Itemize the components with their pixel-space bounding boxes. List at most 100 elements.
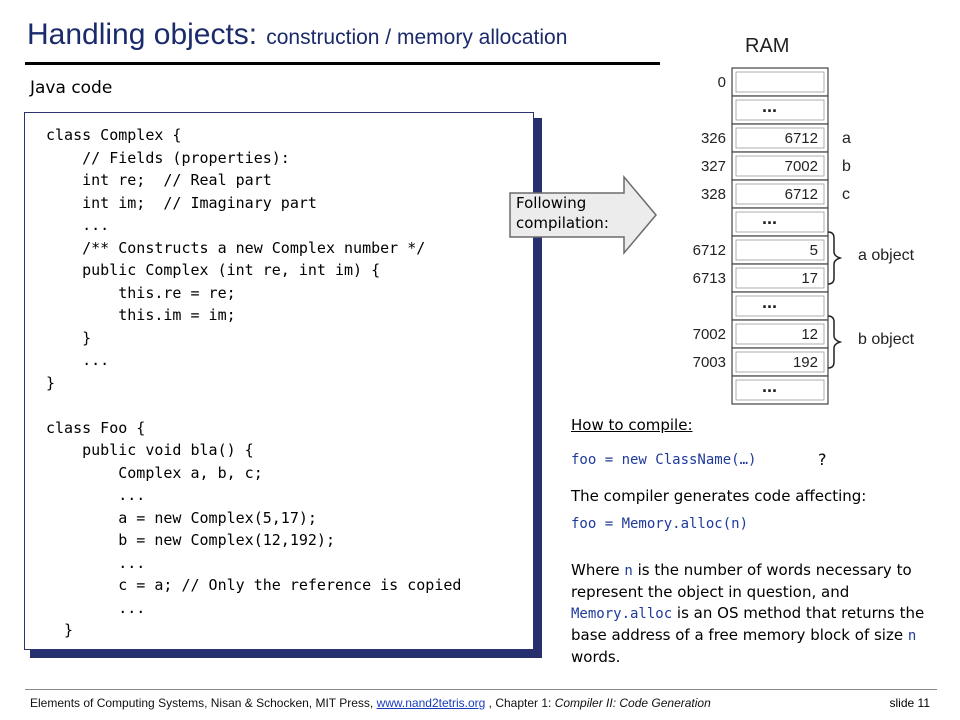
title-main: Handling objects: xyxy=(27,18,258,51)
ram-cell xyxy=(731,123,829,153)
title-subtitle: construction / memory allocation xyxy=(266,26,568,49)
code-line: a = new Complex(5,17); xyxy=(46,508,317,527)
ram-address: 7003 xyxy=(693,354,726,371)
ram-value: 6712 xyxy=(785,186,818,203)
ram-cell xyxy=(731,95,829,125)
ram-ellipsis: ... xyxy=(762,376,777,396)
code-line: Complex a, b, c; xyxy=(46,463,263,482)
a-object-label: a object xyxy=(858,247,915,264)
footer: Elements of Computing Systems, Nisan & S… xyxy=(30,696,711,710)
code-line: ... xyxy=(46,351,110,369)
ram-cell-inner xyxy=(735,99,825,121)
ram-title: RAM xyxy=(745,35,789,57)
ram-cell-inner xyxy=(735,267,825,289)
ram-variable-label: c xyxy=(842,186,850,203)
slide-number: slide 11 xyxy=(889,696,930,710)
ram-rows: 0... 326 6712 a 327 7002 b 328 6712 c... 6712 5 6713… xyxy=(693,67,851,405)
ram-cell xyxy=(731,207,829,237)
b-object-label: b object xyxy=(858,331,915,348)
ram-value: 12 xyxy=(801,326,818,343)
code-listing: class Complex { // Fields (properties): … xyxy=(46,124,461,642)
ram-address: 327 xyxy=(701,158,726,175)
ram-ellipsis: ... xyxy=(762,292,777,312)
code-line: } xyxy=(46,621,74,639)
ram-cell-inner xyxy=(735,351,825,373)
ram-ellipsis: ... xyxy=(762,96,777,116)
ram-value: 7002 xyxy=(785,158,818,175)
ram-cell xyxy=(731,235,829,265)
ram-address: 7002 xyxy=(693,326,726,343)
java-code-label: Java code xyxy=(30,78,113,98)
ram-cell xyxy=(731,179,829,209)
ram-cell-inner xyxy=(735,183,825,205)
code-line: } xyxy=(46,373,56,392)
a-object-brace-icon xyxy=(827,231,843,285)
slide-title: Handling objects: construction / memory … xyxy=(27,18,567,52)
ram-variable-label: a xyxy=(842,130,851,147)
code-line: int im; // Imaginary part xyxy=(46,193,317,212)
code-line: // Fields (properties): xyxy=(46,148,290,167)
code-line: /** Constructs a new Complex number */ xyxy=(46,238,426,257)
title-divider xyxy=(25,62,660,65)
b-object-brace-icon xyxy=(827,315,843,369)
ram-cell xyxy=(731,67,829,97)
ram-address: 328 xyxy=(701,186,726,203)
ram-cell-inner xyxy=(735,71,825,93)
code-line: c = a; // Only the reference is copied xyxy=(46,576,462,594)
ram-address: 6713 xyxy=(693,270,726,287)
ram-cell-inner xyxy=(735,239,825,261)
ram-cell-inner xyxy=(735,379,825,401)
explanation-part1: Where xyxy=(571,561,625,579)
compilation-arrow-icon xyxy=(509,175,657,255)
code-line: public Complex (int re, int im) { xyxy=(46,261,381,279)
footer-link[interactable]: www.nand2tetris.org xyxy=(376,696,486,710)
ram-address: 326 xyxy=(701,130,726,147)
ram-cell xyxy=(731,319,829,349)
code-line: ... xyxy=(46,598,146,617)
ram-cell-inner xyxy=(735,295,825,317)
memory-alloc-code: foo = Memory.alloc(n) xyxy=(571,516,749,532)
ram-ellipsis: ... xyxy=(762,208,777,228)
ram-cell xyxy=(731,263,829,293)
footer-divider xyxy=(25,689,937,690)
ram-cell xyxy=(731,375,829,405)
code-line xyxy=(46,394,461,417)
code-line: b = new Complex(12,192); xyxy=(46,531,335,549)
footer-text-2: , Chapter 1: xyxy=(485,696,555,710)
ram-value: 6712 xyxy=(785,130,818,147)
ram-cell-inner xyxy=(735,127,825,149)
question-mark: ? xyxy=(818,450,827,469)
ram-value: 5 xyxy=(810,242,818,259)
ram-address: 0 xyxy=(718,74,726,91)
code-line: int re; // Real part xyxy=(46,171,272,189)
code-line: this.im = im; xyxy=(46,306,236,324)
ram-address: 6712 xyxy=(693,242,726,259)
explanation-part3: is an OS method that returns the base ad… xyxy=(571,604,925,644)
code-line: ... xyxy=(46,216,110,234)
arrow-label: Following compilation: xyxy=(516,193,609,233)
ram-cell xyxy=(731,151,829,181)
explanation-part2: is the number of words necessary to repr… xyxy=(571,561,912,601)
code-line: ... xyxy=(46,553,146,572)
compiler-generates-text: The compiler generates code affecting: xyxy=(571,487,867,505)
new-classname-code: foo = new ClassName(…) xyxy=(571,452,757,468)
ram-cell-inner xyxy=(735,155,825,177)
footer-chapter: Compiler II: Code Generation xyxy=(554,696,711,710)
arrow-label-line2: compilation: xyxy=(516,214,609,232)
code-line: public void bla() { xyxy=(46,441,254,459)
explanation-paragraph: Where n is the number of words necessary… xyxy=(571,560,941,668)
code-line: this.re = re; xyxy=(46,283,236,302)
ram-diagram: RAM 0... 326 6712 a 327 7002 b 328 6712 c... 6712 5… xyxy=(693,35,915,405)
code-line: class Foo { xyxy=(46,418,146,437)
explanation-n: n xyxy=(624,563,633,579)
ram-cell-inner xyxy=(735,211,825,233)
code-line: } xyxy=(46,328,92,347)
ram-cell-inner xyxy=(735,323,825,345)
ram-cell xyxy=(731,347,829,377)
ram-variable-label: b xyxy=(842,158,851,175)
code-line: class Complex { xyxy=(46,126,182,144)
code-line: ... xyxy=(46,486,146,504)
explanation-part4: words. xyxy=(571,648,621,666)
how-to-compile-heading: How to compile: xyxy=(571,416,693,434)
ram-value: 192 xyxy=(793,354,818,371)
